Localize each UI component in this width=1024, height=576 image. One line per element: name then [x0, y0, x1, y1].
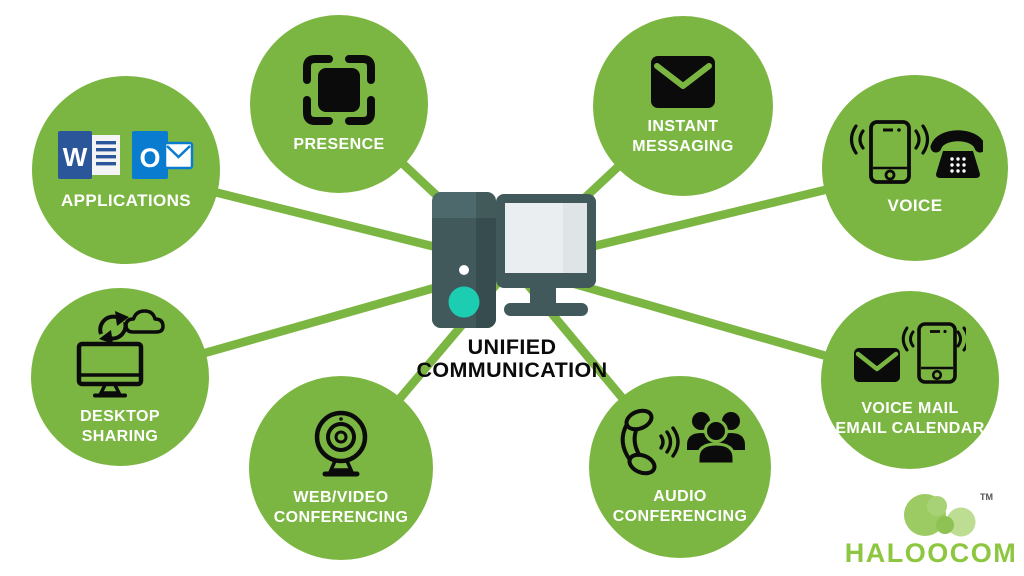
node-label: AUDIO CONFERENCING: [612, 487, 748, 525]
smartphone-icon: [917, 321, 957, 384]
node-applications: W O APPLICATIONS: [32, 76, 220, 264]
node-web-video-conferencing: WEB/VIDEO CONFERENCING: [249, 376, 433, 560]
word-outlook-icons: W O: [58, 129, 194, 181]
monitor-cloud-sync-icon: [73, 308, 167, 398]
node-label: VOICE: [887, 195, 943, 215]
brand-name: HALOOCOM: [844, 538, 1018, 568]
vibration-waves: [849, 124, 930, 155]
presence-frame-icon: [302, 54, 376, 126]
handset-icon: [620, 408, 657, 475]
center-title: UNIFIED COMMUNICATION: [416, 335, 608, 382]
smartphone-icon: [869, 119, 911, 184]
trademark-label: TM: [980, 492, 993, 502]
haloocom-cloud-icon: TM: [904, 492, 993, 537]
envelope-icon: [651, 55, 715, 108]
node-instant-messaging: INSTANT MESSAGING: [593, 16, 773, 196]
envelope-icon: [854, 347, 900, 382]
node-voice: VOICE: [822, 75, 1008, 261]
people-group-icon: [687, 411, 745, 465]
node-audio-conferencing: AUDIO CONFERENCING: [589, 376, 771, 558]
node-label: INSTANT MESSAGING: [632, 117, 734, 155]
outlook-icon: O: [132, 130, 194, 179]
vibration-waves: [901, 326, 966, 351]
tower: [432, 192, 496, 328]
node-label: VOICE MAIL EMAIL CALENDAR: [835, 399, 985, 437]
node-label: DESKTOP SHARING: [80, 407, 160, 445]
node-voice-mail-email-calendar: VOICE MAIL EMAIL CALENDAR: [821, 291, 999, 469]
svg-text:O: O: [139, 143, 160, 173]
desktop-computer-icon: [424, 184, 604, 334]
webcam-icon: [309, 409, 373, 479]
haloocom-logo: TM HALOOCOM: [842, 482, 1020, 567]
node-presence: PRESENCE: [250, 15, 428, 193]
svg-text:W: W: [63, 142, 88, 172]
sound-waves: [659, 425, 680, 458]
node-label: APPLICATIONS: [60, 190, 192, 210]
node-desktop-sharing: DESKTOP SHARING: [31, 288, 209, 466]
word-icon: W: [58, 130, 120, 179]
monitor: [496, 194, 596, 316]
handset-people-icon: [613, 408, 747, 478]
cloud-icon: [124, 308, 165, 334]
node-label: PRESENCE: [293, 135, 385, 153]
envelope-mobile-icon: [854, 321, 966, 390]
node-label: WEB/VIDEO CONFERENCING: [273, 488, 409, 526]
mobile-and-telephone-icon: [847, 119, 983, 186]
monitor-icon: [76, 341, 144, 397]
telephone-icon: [930, 130, 983, 178]
